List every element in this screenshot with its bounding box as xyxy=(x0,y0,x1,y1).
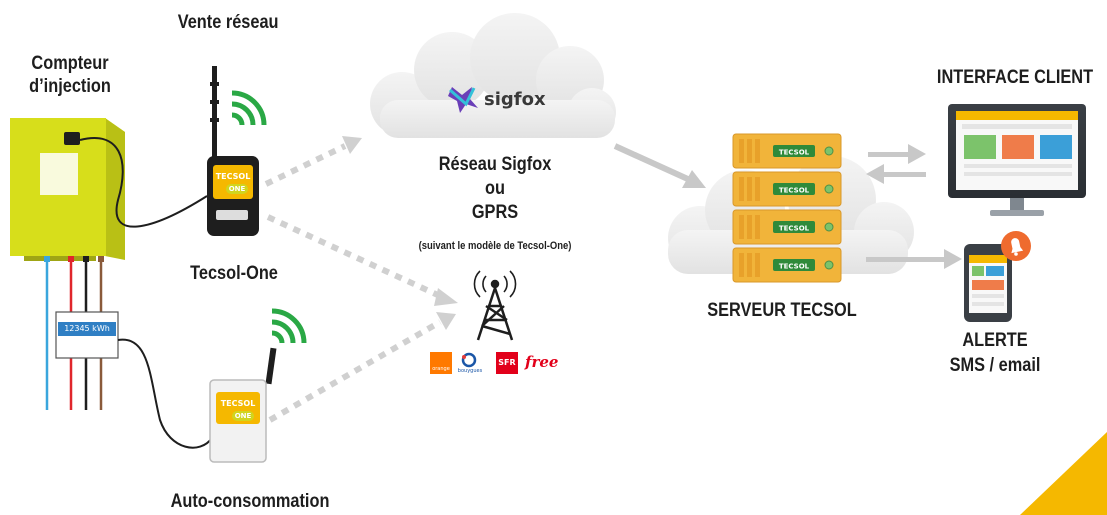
tecsol-one-device-top xyxy=(207,66,259,236)
tecsol-brand-top: TECSOL xyxy=(215,172,251,181)
notification-bell-icon xyxy=(1001,231,1031,261)
tecsol-brand-top-sub: ONE xyxy=(226,184,248,194)
label-interface-client: INTERFACE CLIENT xyxy=(936,67,1094,88)
injection-meter xyxy=(10,118,125,261)
orange-label: orange xyxy=(432,366,450,372)
sfr-label: SFR xyxy=(498,358,516,367)
tecsol-brand-bottom-sub: ONE xyxy=(232,411,254,421)
label-compteur-line2: d’injection xyxy=(29,76,111,97)
sigfox-logo-icon xyxy=(448,87,478,113)
server-unit: TECSOL xyxy=(732,209,842,245)
label-reseau-line1: Réseau Sigfox xyxy=(438,154,552,175)
corner-accent xyxy=(1020,432,1107,515)
label-serveur-tecsol: SERVEUR TECSOL xyxy=(707,300,857,321)
sfr-logo xyxy=(496,352,518,374)
server-unit-label: TECSOL xyxy=(779,225,810,233)
label-reseau-note: (suivant le modèle de Tecsol-One) xyxy=(418,240,572,252)
phone-icon xyxy=(964,244,1012,322)
server-unit-label: TECSOL xyxy=(779,263,810,271)
transmission-arrows xyxy=(264,143,442,423)
server-cloud xyxy=(668,156,914,274)
server-status-led xyxy=(824,222,834,232)
cable-top-device xyxy=(79,137,208,228)
server-status-led xyxy=(824,260,834,270)
meter-reading: 12345 kWh xyxy=(64,324,110,333)
label-vente-reseau: Vente réseau xyxy=(177,12,279,33)
label-auto-consommation: Auto-consommation xyxy=(170,491,330,512)
consumption-meter xyxy=(55,311,119,359)
server-status-led xyxy=(824,146,834,156)
signal-icon-bottom xyxy=(271,308,307,344)
operator-logos xyxy=(430,352,518,374)
sigfox-cloud xyxy=(370,13,616,138)
server-stack: TECSOL TECSOL TECSOL TECSOL xyxy=(732,133,842,283)
label-reseau-line2: ou xyxy=(485,178,505,199)
arrows-server-interface xyxy=(866,144,926,184)
cable-bottom-device xyxy=(117,338,213,449)
server-status-led xyxy=(824,184,834,194)
server-unit: TECSOL xyxy=(732,247,842,283)
label-compteur-line1: Compteur xyxy=(31,53,109,74)
bouygues-logo xyxy=(461,352,477,368)
arrow-server-phone xyxy=(866,249,962,269)
server-unit: TECSOL xyxy=(732,133,842,169)
orange-logo xyxy=(430,352,452,374)
arrow-cloud-to-server xyxy=(613,143,706,188)
transmission-arrow-heads xyxy=(342,136,458,330)
sigfox-brand: sigfox xyxy=(484,89,546,110)
wire-caps xyxy=(44,256,104,262)
label-alerte-line1: ALERTE xyxy=(962,330,1028,351)
label-reseau-line3: GPRS xyxy=(471,202,519,223)
label-alerte-line2: SMS / email xyxy=(949,355,1041,376)
server-unit: TECSOL xyxy=(732,171,842,207)
tecsol-brand-bottom: TECSOL xyxy=(220,399,256,408)
free-label: free xyxy=(525,353,559,371)
monitor-icon xyxy=(948,104,1086,216)
signal-icon-top xyxy=(231,90,267,126)
server-unit-label: TECSOL xyxy=(779,149,810,157)
bouygues-label: bouygues xyxy=(457,368,483,374)
server-unit-label: TECSOL xyxy=(779,187,810,195)
cell-tower-icon xyxy=(473,270,517,341)
label-tecsol-one: Tecsol-One xyxy=(190,263,278,284)
